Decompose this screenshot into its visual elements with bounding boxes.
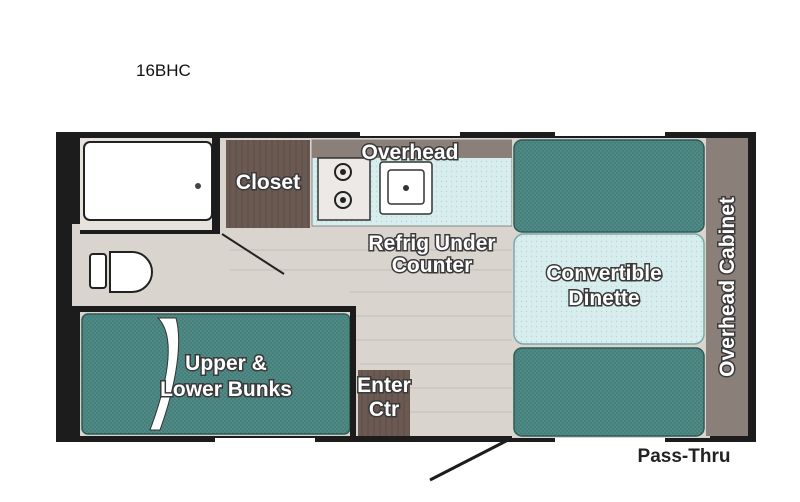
- floor-planks: [230, 249, 515, 413]
- dinette: [512, 138, 710, 438]
- overhead-label: Overhead: [362, 141, 459, 164]
- kitchen-counter: [311, 139, 513, 227]
- enter-label-1: Enter: [357, 374, 411, 397]
- dinette-seat-bottom: [513, 347, 705, 437]
- windows: [215, 132, 665, 442]
- bath-door: [221, 233, 285, 275]
- dinette-label-1: Convertible: [546, 262, 662, 285]
- closet-label: Closet: [236, 171, 300, 194]
- dinette-label-2: Dinette: [568, 287, 639, 310]
- refrig-label-1: Refrig Under: [368, 232, 495, 255]
- burner-icon: [334, 191, 352, 209]
- stove: [317, 157, 371, 221]
- bathroom: [80, 138, 285, 306]
- shower-tub: [83, 141, 213, 221]
- burner-icon: [334, 163, 352, 181]
- bunks-label-2: Lower Bunks: [160, 378, 292, 401]
- dinette-table: [513, 233, 705, 345]
- sink-drain-icon: [403, 185, 409, 191]
- entry-door: [429, 438, 509, 482]
- dinette-seat-top: [513, 139, 705, 233]
- closet: [226, 140, 310, 228]
- bunks-label-1: Upper &: [185, 352, 267, 375]
- shower-drain: [195, 183, 201, 189]
- enter-label-2: Ctr: [369, 398, 399, 421]
- model-name: 16BHC: [136, 61, 191, 80]
- bunk-ladder: [149, 317, 180, 431]
- overhead-cabinet-label: Overhead Cabinet: [716, 197, 739, 377]
- refrig-label-2: Counter: [392, 254, 473, 277]
- pass-thru-label: Pass-Thru: [638, 446, 731, 467]
- bunks: [80, 306, 356, 436]
- entertainment-center: [358, 370, 410, 436]
- toilet: [109, 251, 153, 293]
- overhead-cabinet: [706, 138, 748, 436]
